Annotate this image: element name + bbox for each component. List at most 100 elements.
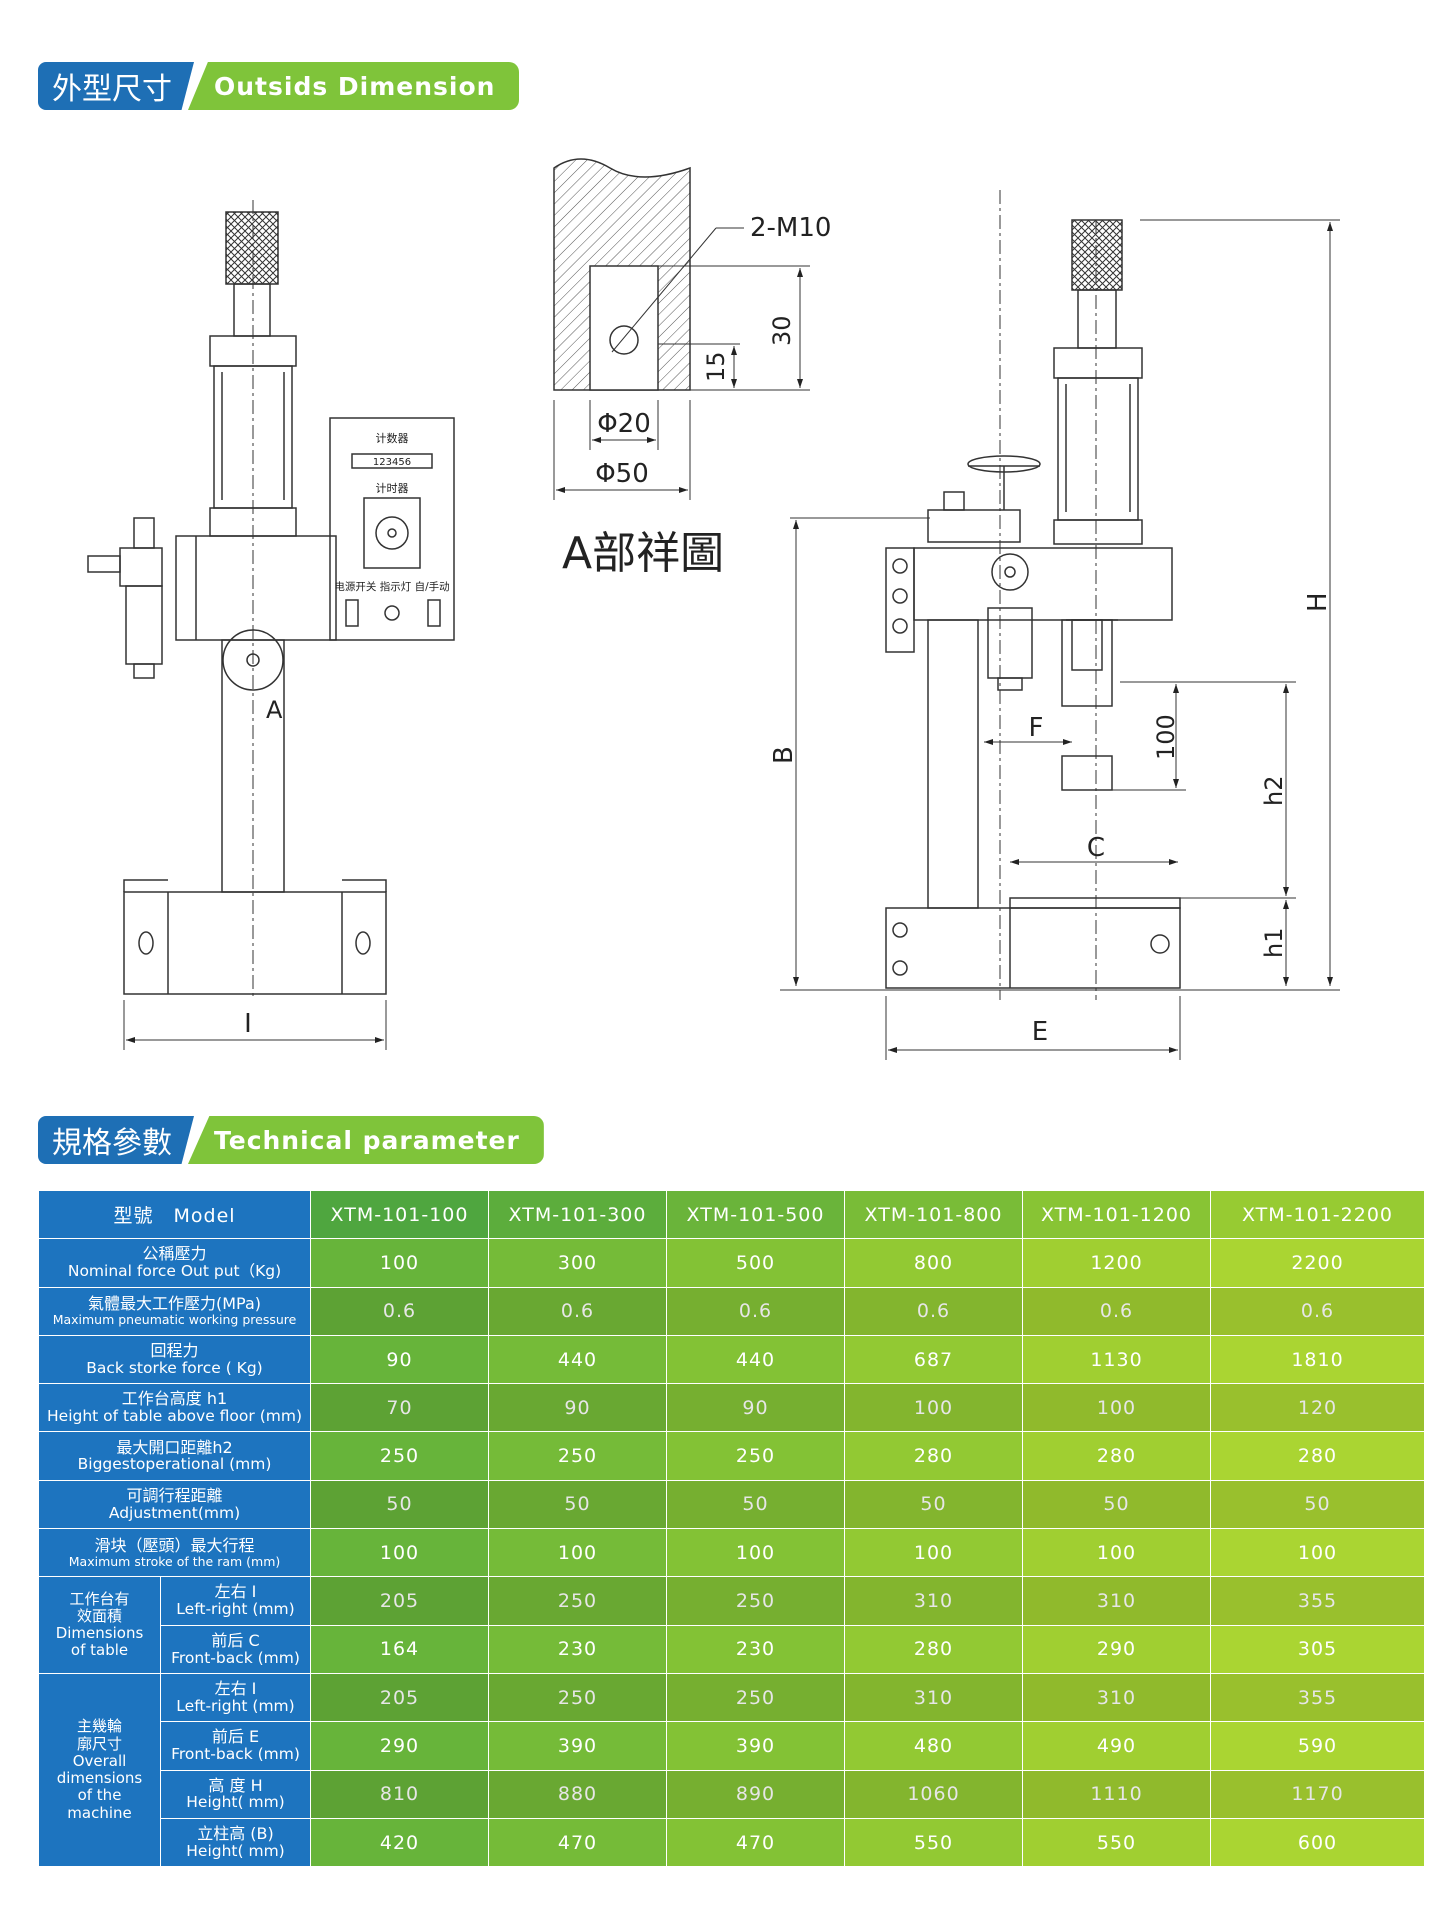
row-label-en: Nominal force Out put（Kg) [67, 1262, 282, 1281]
table-cell: 90 [666, 1383, 846, 1433]
table-cell: 250 [488, 1431, 668, 1481]
row-label-en: Maximum stroke of the ram (mm) [68, 1553, 281, 1569]
table-cell: 250 [666, 1576, 846, 1626]
table-cell: 100 [310, 1238, 490, 1288]
table-cell: 70 [310, 1383, 490, 1433]
table-cell: 280 [1210, 1431, 1426, 1481]
table-cell: 50 [1022, 1479, 1212, 1530]
table-cell: 1810 [1210, 1334, 1426, 1385]
dim-h2-label: h2 [1260, 776, 1288, 806]
row-label: 立柱高 (B)Height( mm) [159, 1817, 312, 1868]
table-cell: 250 [310, 1431, 490, 1481]
row-label-en: Front-back (mm) [171, 1648, 300, 1667]
row-label-cn: 前后 C [211, 1630, 260, 1650]
technical-parameter-header: 規格參數 Technical parameter [38, 1116, 544, 1164]
table-cell: 50 [488, 1479, 668, 1530]
dim-15-label: 15 [702, 351, 730, 382]
dim-30-label: 30 [768, 315, 796, 346]
detail-a-title: A部祥圖 [562, 528, 724, 579]
side-view [780, 190, 1340, 1060]
group-label-line: 工作台有 [69, 1589, 130, 1608]
table-cell: 100 [844, 1383, 1024, 1433]
table-cell: 280 [844, 1431, 1024, 1481]
table-cell: 390 [488, 1721, 668, 1771]
dim-E-label: E [1032, 1017, 1048, 1047]
table-cell: 50 [844, 1479, 1024, 1530]
row-label-cn: 前后 E [211, 1727, 260, 1747]
table-cell: 550 [844, 1817, 1024, 1868]
table-cell: 100 [1210, 1528, 1426, 1578]
outside-dimension-drawing: 计数器 123456 计时器 电源开关 指示灯 自/手动 A I 2-M10 3… [87, 158, 1340, 1060]
row-label-en: Left-right (mm) [176, 1696, 295, 1715]
row-label-cn: 最大開口距離h2 [116, 1437, 233, 1457]
table-cell: 300 [488, 1238, 668, 1288]
row-label-en: Height( mm) [186, 1793, 285, 1812]
model-col: XTM-101-1200 [1022, 1189, 1212, 1240]
group-label-line: 主幾輪 [76, 1717, 122, 1736]
table-cell: 205 [310, 1672, 490, 1723]
table-cell: 500 [666, 1238, 846, 1288]
table-cell: 100 [488, 1528, 668, 1578]
dim-I-label: I [244, 1009, 252, 1039]
row-label-en: Height of table above floor (mm) [47, 1407, 302, 1426]
table-cell: 880 [488, 1769, 668, 1819]
table-cell: 250 [666, 1431, 846, 1481]
row-label-en: Maximum pneumatic working pressure [52, 1312, 297, 1328]
table-cell: 310 [1022, 1576, 1212, 1626]
table-cell: 230 [666, 1624, 846, 1674]
table-cell: 2200 [1210, 1238, 1426, 1288]
table-cell: 120 [1210, 1383, 1426, 1433]
group-label-line: Dimensions [55, 1624, 144, 1643]
technical-parameter-title-en: Technical parameter [188, 1116, 544, 1164]
row-label-cn: 高 度 H [208, 1775, 263, 1795]
model-header: 型號 Model [37, 1189, 312, 1240]
front-view [87, 200, 455, 1050]
table-cell: 100 [666, 1528, 846, 1578]
row-label-en: Height( mm) [186, 1841, 285, 1860]
dim-B-label: B [769, 746, 799, 764]
group-label-line: machine [67, 1803, 132, 1822]
outside-dimension-title-cn: 外型尺寸 [38, 62, 194, 110]
group-label-line: Overall [72, 1751, 127, 1770]
row-label-en: Adjustment(mm) [108, 1503, 241, 1522]
row-label-en: Back storke force ( Kg) [86, 1358, 263, 1377]
dim-H-label: H [1303, 592, 1333, 612]
table-cell: 390 [666, 1721, 846, 1771]
counter-label: 计数器 [376, 432, 409, 445]
row-label-cn: 工作台高度 h1 [121, 1389, 228, 1409]
table-cell: 810 [310, 1769, 490, 1819]
dim-h1-label: h1 [1260, 928, 1288, 958]
table-header-row: 型號 Model XTM-101-100 XTM-101-300 XTM-101… [37, 1189, 1426, 1240]
dia-20-label: Φ20 [597, 409, 651, 439]
dim-100-label: 100 [1152, 714, 1180, 760]
row-label-cn: 滑块（壓頭）最大行程 [94, 1535, 255, 1555]
spec-table: 型號 Model XTM-101-100 XTM-101-300 XTM-101… [37, 1189, 1426, 1868]
switch-labels: 电源开关 指示灯 自/手动 [334, 580, 449, 593]
table-cell: 250 [666, 1672, 846, 1723]
outside-dimension-header: 外型尺寸 Outsids Dimension [38, 62, 520, 110]
table-cell: 90 [310, 1334, 490, 1385]
table-cell: 0.6 [666, 1286, 846, 1336]
row-label-cn: 公稱壓力 [142, 1244, 207, 1264]
table-cell: 90 [488, 1383, 668, 1433]
table-cell: 687 [844, 1334, 1024, 1385]
table-cell: 280 [844, 1624, 1024, 1674]
row-label-cn: 左右 I [214, 1582, 257, 1602]
table-cell: 290 [1022, 1624, 1212, 1674]
table-cell: 290 [310, 1721, 490, 1771]
table-cell: 890 [666, 1769, 846, 1819]
model-col: XTM-101-300 [488, 1189, 668, 1240]
